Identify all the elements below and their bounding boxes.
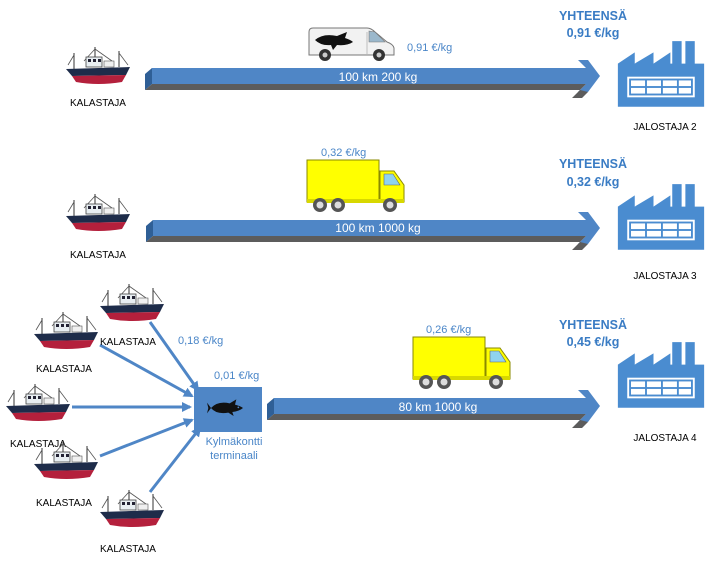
total-title: YHTEENSÄ	[559, 317, 627, 332]
fisher-label: KALASTAJA	[36, 498, 92, 509]
factory-icon	[617, 342, 705, 408]
feeder-arrow	[99, 418, 194, 458]
route-row-2: KALASTAJA 100 km 1000 kg 0,32 €/kg YHTEE…	[65, 147, 705, 282]
factory-icon	[617, 41, 705, 107]
fisher-label: KALASTAJA	[70, 250, 126, 261]
route-label: 100 km 200 kg	[339, 70, 418, 84]
truck-icon	[306, 159, 405, 213]
total-value: 0,91 €/kg	[567, 26, 620, 40]
cold-container-terminal: 0,01 €/kg Kylmäkontti terminaali	[194, 370, 262, 462]
route-arrow: 100 km 1000 kg	[146, 212, 600, 250]
fisher-label: KALASTAJA	[36, 364, 92, 375]
total-title: YHTEENSÄ	[559, 8, 627, 23]
feeder-arrow	[148, 426, 202, 493]
feeder-arrow	[99, 343, 194, 398]
route-label: 80 km 1000 kg	[399, 400, 478, 414]
fishing-boat-icon	[65, 46, 131, 85]
fishing-boat-icon	[99, 283, 165, 322]
truck-icon	[412, 336, 511, 390]
feeder-arrow	[148, 321, 200, 392]
fisher-group: KALASTAJA KALASTAJA KALASTAJA KALASTAJA …	[5, 283, 165, 555]
fishing-boat-icon	[33, 311, 99, 350]
fisher-label: KALASTAJA	[100, 544, 156, 555]
transport-price: 0,91 €/kg	[407, 42, 452, 54]
terminal-label-line2: terminaali	[210, 450, 258, 462]
fishing-boat-icon	[5, 383, 71, 422]
factory-label: JALOSTAJA 2	[633, 122, 697, 133]
total-title: YHTEENSÄ	[559, 156, 627, 171]
route-row-3: KALASTAJA KALASTAJA KALASTAJA KALASTAJA …	[5, 283, 705, 555]
feeder-price: 0,18 €/kg	[178, 335, 223, 347]
route-arrow: 100 km 200 kg	[145, 60, 600, 98]
fisher-label: KALASTAJA	[100, 337, 156, 348]
fishing-boat-icon	[65, 193, 131, 232]
total-value: 0,45 €/kg	[567, 335, 620, 349]
fishing-boat-icon	[99, 489, 165, 528]
fisher-label: KALASTAJA	[10, 439, 66, 450]
factory-label: JALOSTAJA 3	[633, 271, 697, 282]
factory-label: JALOSTAJA 4	[633, 433, 697, 444]
route-label: 100 km 1000 kg	[335, 221, 420, 235]
terminal-price: 0,01 €/kg	[214, 370, 259, 382]
terminal-label-line1: Kylmäkontti	[206, 436, 263, 448]
transport-price: 0,32 €/kg	[321, 147, 366, 159]
van-icon	[308, 27, 395, 62]
total-value: 0,32 €/kg	[567, 175, 620, 189]
route-arrow: 80 km 1000 kg	[267, 390, 600, 428]
route-row-1: KALASTAJA 100 km 200 kg 0,91 €/kg YHTEEN…	[65, 8, 705, 133]
factory-icon	[617, 184, 705, 250]
feeder-arrows	[72, 321, 202, 493]
fisher-label: KALASTAJA	[70, 98, 126, 109]
transport-price: 0,26 €/kg	[426, 324, 471, 336]
